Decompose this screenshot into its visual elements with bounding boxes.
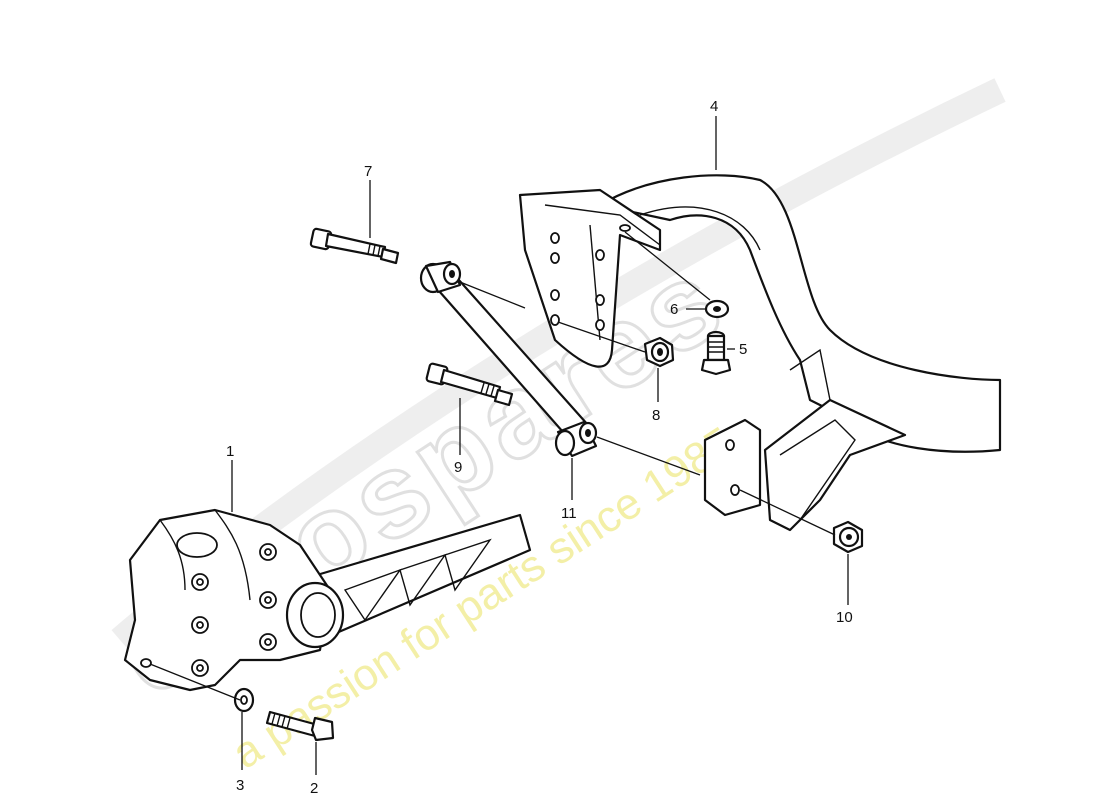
callout-4: 4 bbox=[710, 98, 718, 115]
part-2-short-bolt bbox=[265, 710, 335, 742]
callout-7: 7 bbox=[364, 163, 372, 180]
callout-6: 6 bbox=[670, 301, 678, 318]
callout-11: 11 bbox=[561, 505, 577, 522]
part-4-frame-rail bbox=[518, 174, 1002, 532]
callout-1: 1 bbox=[226, 443, 234, 460]
part-8-nut bbox=[643, 336, 675, 368]
callout-3: 3 bbox=[236, 777, 244, 794]
callout-8: 8 bbox=[652, 407, 660, 424]
callout-9: 9 bbox=[454, 459, 462, 476]
part-3-washer bbox=[233, 687, 255, 713]
callouts: 1 2 3 4 5 6 7 8 9 10 11 bbox=[226, 98, 853, 797]
callout-5: 5 bbox=[739, 341, 747, 358]
assembly-lines bbox=[149, 231, 836, 701]
part-7-long-bolt bbox=[309, 227, 400, 265]
leader-lines bbox=[231, 116, 849, 775]
part-11-strut-rod bbox=[419, 260, 598, 458]
part-6-washer bbox=[704, 299, 730, 319]
callout-10: 10 bbox=[836, 609, 853, 626]
callout-2: 2 bbox=[310, 780, 318, 797]
part-10-nut bbox=[832, 520, 864, 554]
part-9-long-bolt bbox=[425, 362, 514, 407]
part-1-axle-bracket bbox=[123, 508, 532, 692]
part-5-short-bolt bbox=[700, 330, 732, 376]
